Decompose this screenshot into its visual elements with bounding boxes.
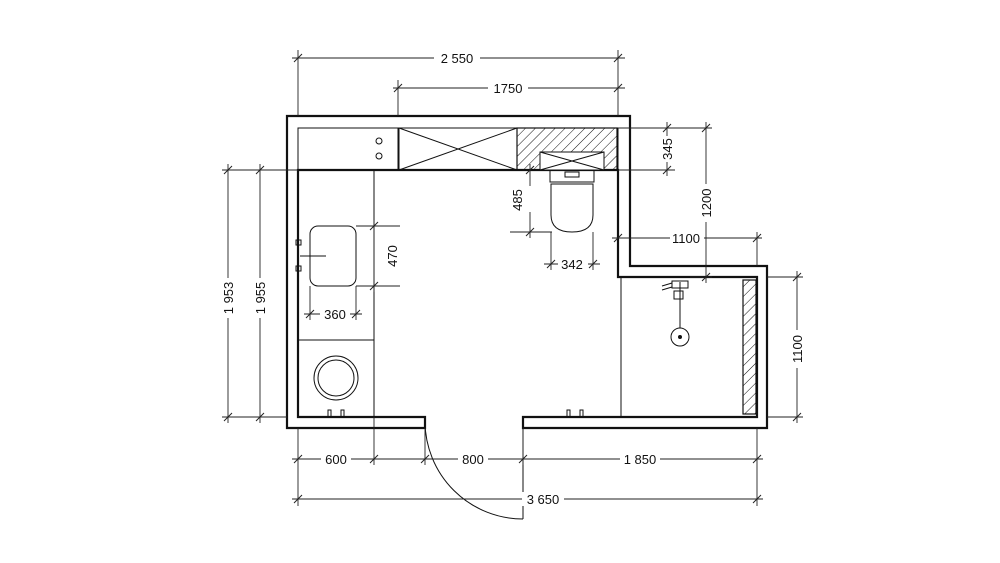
dim-top-inner: 1750 [494,81,523,96]
dim-left-height-outer: 1 953 [221,282,236,315]
dim-top-total: 2 550 [441,51,474,66]
washing-machine-icon [313,355,359,418]
floor-outlet-icon [566,409,584,418]
dim-sink-width: 360 [324,307,346,322]
dimension-lines [222,50,803,506]
dim-box-depth: 345 [660,138,675,160]
counter-top-left [297,127,399,171]
shower-wall-panel [742,279,757,415]
dim-bottom-total: 3 650 [527,492,560,507]
dim-left-height-inner: 1 955 [253,282,268,315]
dim-door-width: 800 [462,452,484,467]
shower-head-icon [661,280,690,347]
valve-icon [375,137,383,145]
dim-right-wall-height: 1200 [699,189,714,218]
dim-shower-width: 1100 [672,231,700,246]
toilet-box [516,127,618,171]
dimension-labels: 2 550 1750 345 1200 485 342 1100 1100 1 … [221,50,805,507]
toilet-icon [549,169,595,233]
dim-sink-depth: 470 [385,245,400,267]
dim-shower-depth: 1100 [790,335,805,363]
vanity-cabinet [295,170,375,417]
dim-toilet-width: 342 [561,257,583,272]
installation-box [398,127,518,171]
dim-bottom-right: 1 850 [624,452,657,467]
door-swing [424,421,524,520]
dim-toilet-depth: 485 [510,189,525,211]
dim-bottom-left: 600 [325,452,347,467]
valve-icon [375,152,383,160]
